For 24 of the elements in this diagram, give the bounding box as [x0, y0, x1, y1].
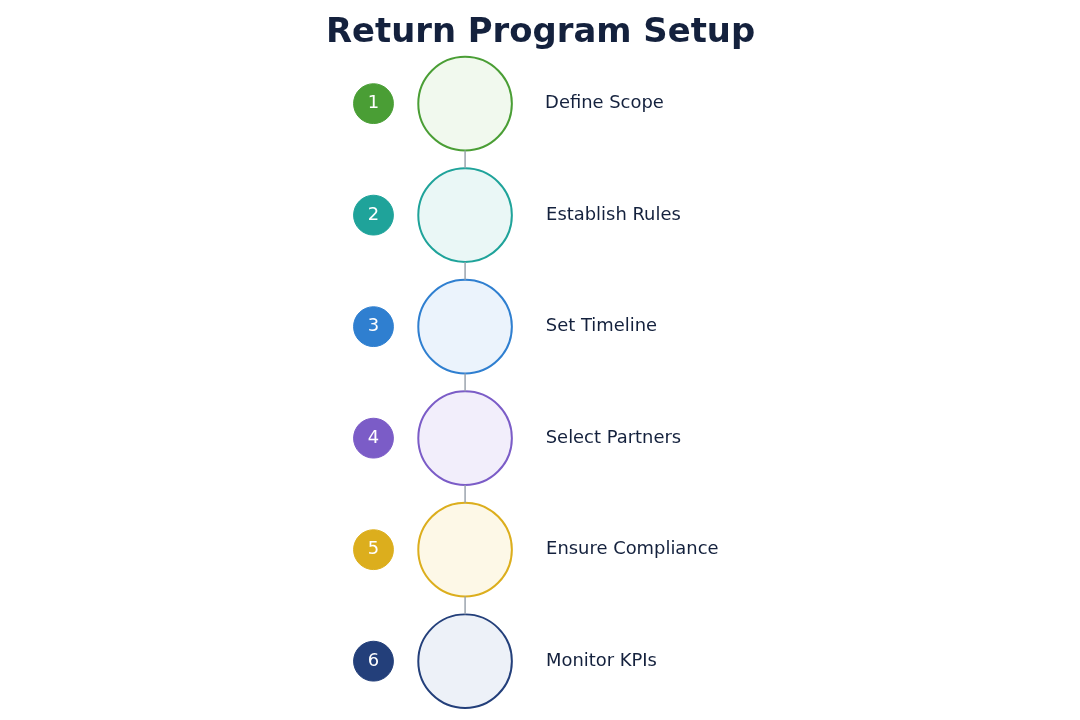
node-label: Ensure Compliance: [545, 537, 719, 559]
node-circle: 2: [352, 194, 394, 236]
node-circle: 4: [352, 417, 394, 459]
node-circle: [416, 278, 513, 375]
node-circle: 6: [352, 640, 394, 682]
connector: [463, 595, 466, 615]
node-circle: 1: [352, 83, 394, 125]
connector: [463, 484, 466, 504]
node-circle: 3: [352, 306, 394, 348]
node-label: Establish Rules: [545, 202, 681, 224]
node-label: Define Scope: [544, 91, 664, 113]
connector: [463, 149, 466, 169]
node-label: Monitor KPIs: [545, 648, 657, 670]
connector: [463, 372, 466, 392]
diagram-title: Return Program Setup: [325, 11, 755, 51]
node-circle: [416, 390, 513, 486]
connector: [463, 261, 466, 281]
node-circle: [416, 167, 513, 263]
node-circle: [416, 501, 513, 598]
node-circle: [416, 613, 513, 709]
node-circle: [416, 55, 513, 152]
node-label: Select Partners: [545, 425, 681, 447]
node-label: Set Timeline: [545, 314, 657, 336]
node-circle: 5: [352, 529, 394, 571]
